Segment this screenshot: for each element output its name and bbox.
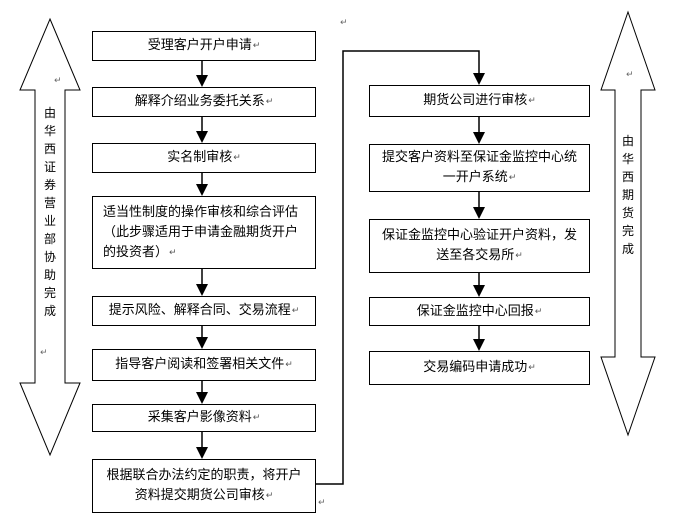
label-char: 协 — [43, 250, 56, 264]
label-char: 西 — [621, 170, 634, 184]
step-text: 适当性制度的操作审核和综合评估（此步骤适用于申请金融期货开户的投资者）↵ — [103, 204, 299, 260]
label-char: 完 — [621, 224, 634, 238]
right-side-label: 由华西期货完成 — [620, 132, 636, 258]
paragraph-mark: ↵ — [40, 348, 48, 358]
label-char: 助 — [43, 268, 56, 282]
paragraph-mark: ↵ — [54, 76, 62, 86]
step-explain-relationship: 解释介绍业务委托关系↵ — [92, 87, 316, 117]
label-char: 成 — [43, 304, 56, 318]
label-char: 华 — [621, 152, 634, 166]
label-char: 营 — [43, 196, 56, 210]
label-char: 由 — [43, 106, 56, 120]
step-text: 提示风险、解释合同、交易流程 — [108, 303, 291, 318]
paragraph-mark: ↵ — [626, 70, 634, 80]
paragraph-mark: ↵ — [318, 498, 326, 508]
right-side-arrow — [600, 10, 656, 437]
label-char: 货 — [621, 206, 634, 220]
step-guide-signing: 指导客户阅读和签署相关文件↵ — [92, 349, 316, 381]
step-risk-disclosure: 提示风险、解释合同、交易流程↵ — [92, 296, 316, 326]
label-char: 由 — [621, 134, 634, 148]
step-text: 采集客户影像资料 — [147, 410, 252, 425]
left-side-label: 由华西证券营业部协助完成 — [42, 104, 58, 320]
arrow-cross — [316, 50, 485, 485]
paragraph-mark: ↵ — [340, 18, 348, 28]
step-trading-code-success: 交易编码申请成功↵ — [369, 351, 590, 385]
step-text: 保证金监控中心验证开户资料，发送至各交易所↵ — [382, 228, 578, 263]
step-real-name-check: 实名制审核↵ — [92, 143, 316, 173]
label-char: 华 — [43, 124, 56, 138]
step-text: 提交客户资料至保证金监控中心统一开户系统↵ — [382, 150, 578, 185]
step-suitability-review: 适当性制度的操作审核和综合评估（此步骤适用于申请金融期货开户的投资者）↵ — [92, 196, 316, 269]
step-text: 指导客户阅读和签署相关文件 — [115, 357, 285, 372]
step-text: 期货公司进行审核 — [423, 93, 528, 108]
step-cfmmc-verify: 保证金监控中心验证开户资料，发送至各交易所↵ — [369, 219, 590, 273]
step-text: 解释介绍业务委托关系 — [134, 94, 265, 109]
step-text: 受理客户开户申请 — [147, 38, 252, 53]
label-char: 期 — [621, 188, 634, 202]
step-text: 交易编码申请成功 — [423, 360, 528, 375]
step-text: 保证金监控中心回报 — [416, 303, 534, 319]
step-cfmmc-report: 保证金监控中心回报↵ — [369, 297, 590, 326]
step-futures-company-review: 期货公司进行审核↵ — [369, 85, 590, 117]
step-accept-application: 受理客户开户申请↵ — [92, 31, 316, 61]
step-text: 根据联合办法约定的职责，将开户资料提交期货公司审核↵ — [106, 468, 302, 503]
label-char: 部 — [43, 232, 56, 246]
step-collect-images: 采集客户影像资料↵ — [92, 404, 316, 432]
label-char: 业 — [43, 214, 56, 228]
label-char: 完 — [43, 286, 56, 300]
label-char: 西 — [43, 142, 56, 156]
step-submit-to-futures-company: 根据联合办法约定的职责，将开户资料提交期货公司审核↵ — [92, 459, 316, 513]
step-submit-to-cfmmc: 提交客户资料至保证金监控中心统一开户系统↵ — [369, 144, 590, 192]
label-char: 成 — [621, 242, 634, 256]
left-side-arrow — [19, 17, 81, 457]
step-text: 实名制审核 — [167, 150, 233, 165]
label-char: 证 — [43, 160, 56, 174]
label-char: 券 — [43, 178, 56, 192]
